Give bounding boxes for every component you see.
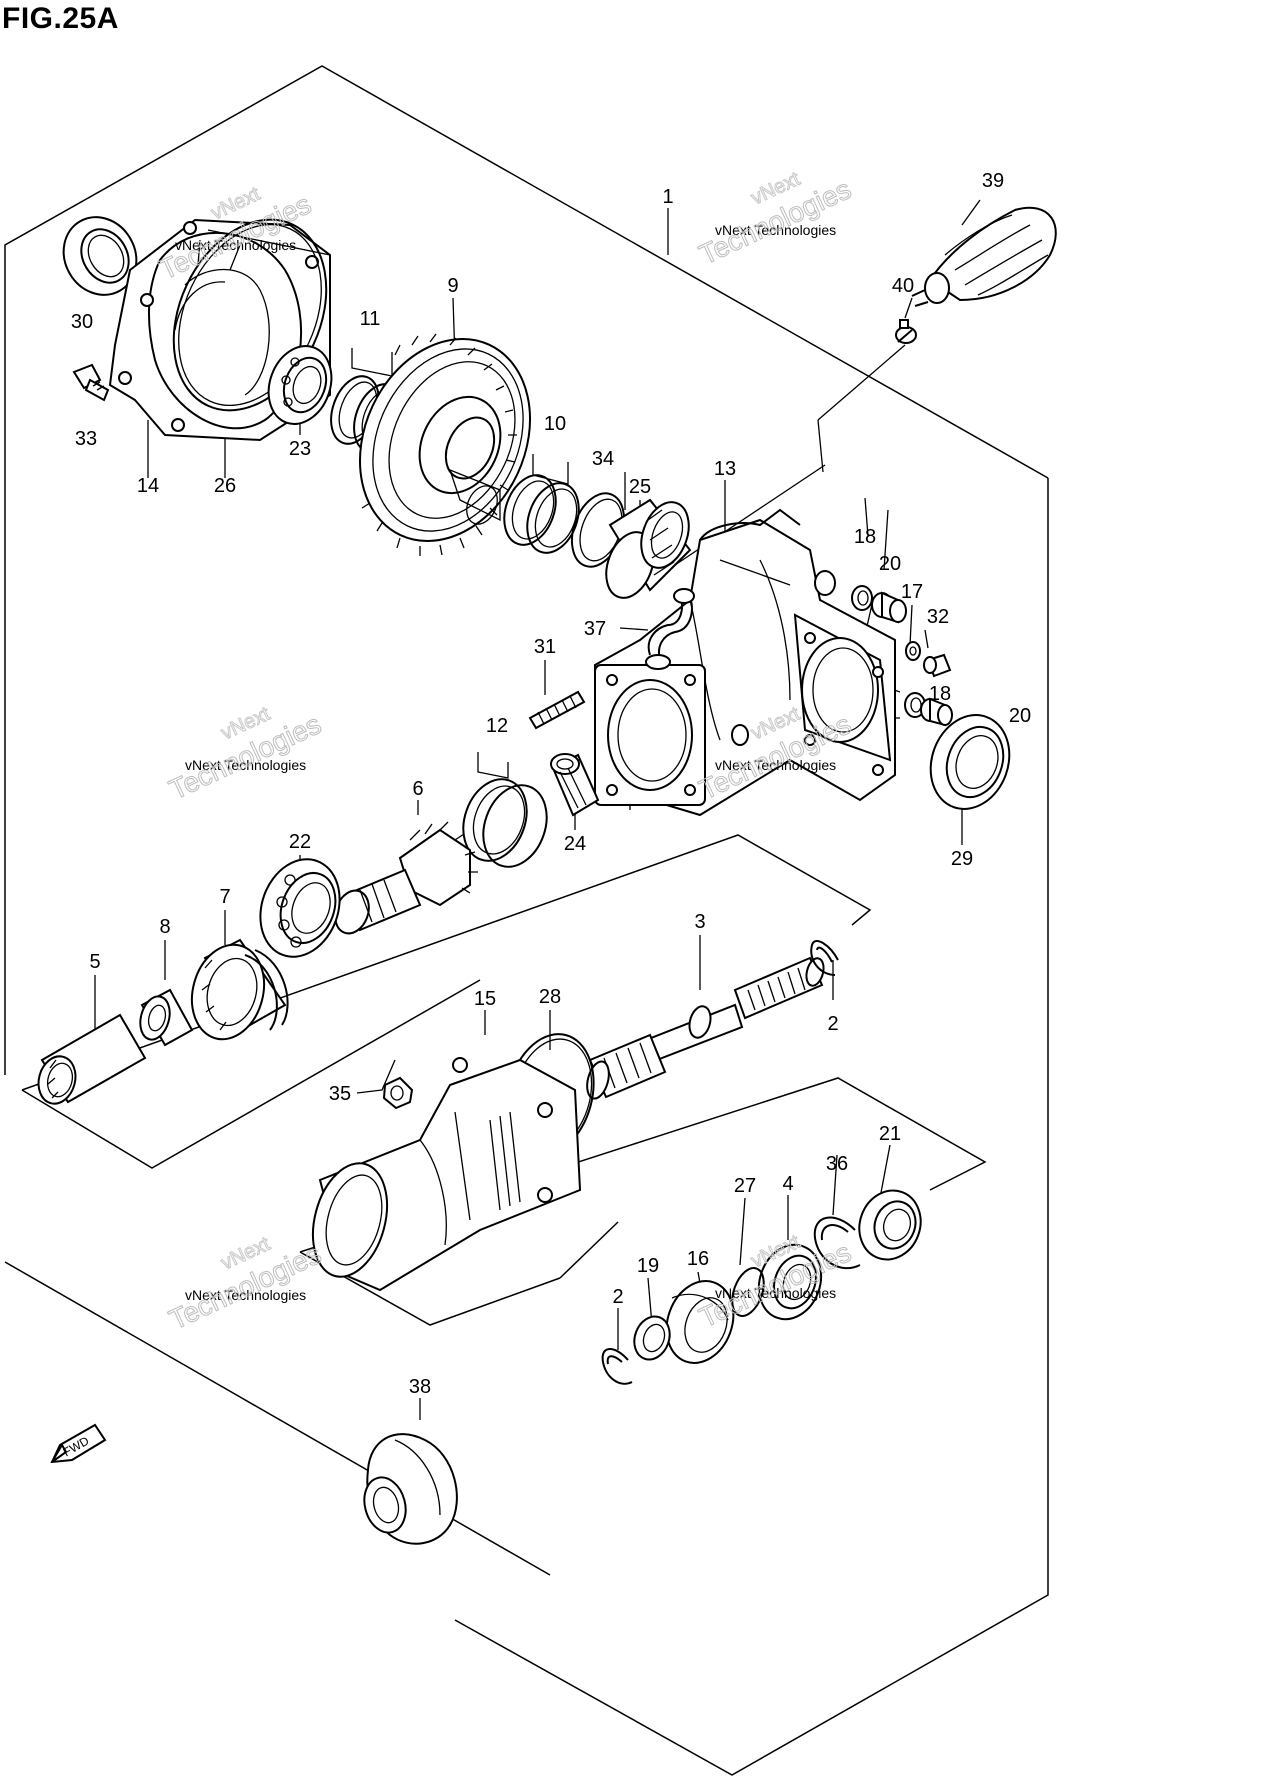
watermark-text: vNext Technologies xyxy=(185,757,306,773)
part-7-roller-bearing xyxy=(190,938,289,1041)
figure-title: FIG.25A xyxy=(2,2,119,35)
watermark-text: vNext Technologies xyxy=(175,237,296,253)
callout-6: 6 xyxy=(412,778,423,800)
callout-24: 24 xyxy=(564,833,586,855)
part-40-clamp xyxy=(895,319,917,344)
callout-19: 19 xyxy=(637,1255,659,1277)
callout-8: 8 xyxy=(159,916,170,938)
watermark-text: vNext Technologies xyxy=(715,757,836,773)
part-21-bearing xyxy=(858,1189,922,1261)
part-8-collar xyxy=(139,988,194,1047)
callout-26: 26 xyxy=(214,475,236,497)
part-18-gasket-lower xyxy=(904,692,926,718)
callout-38: 38 xyxy=(409,1376,431,1398)
part-19-washer xyxy=(633,1315,671,1361)
callout-4: 4 xyxy=(782,1173,793,1195)
part-9-ring-gear xyxy=(358,333,532,556)
part-6-bevel-pinion xyxy=(334,821,478,935)
part-10-shims xyxy=(503,474,580,554)
part-16-coupling xyxy=(665,1280,735,1364)
part-37-breather-hose xyxy=(645,588,695,670)
callout-7: 7 xyxy=(219,886,230,908)
callout-39: 39 xyxy=(982,170,1004,192)
part-20-plug-lower xyxy=(920,697,953,727)
callout-34: 34 xyxy=(592,448,614,470)
callout-2: 2 xyxy=(827,1013,838,1035)
part-20-plug-upper xyxy=(871,591,907,624)
callout-18: 18 xyxy=(929,683,951,705)
leader-lines xyxy=(94,199,981,1420)
callout-3: 3 xyxy=(694,911,705,933)
callout-labels: 1 2 2 3 4 5 6 7 8 9 10 11 12 13 14 15 16… xyxy=(71,170,1031,1398)
callout-23: 23 xyxy=(289,438,311,460)
part-24-bushing xyxy=(550,753,600,817)
watermark-text: vNext Technologies xyxy=(185,1287,306,1303)
part-17-washer xyxy=(905,641,921,661)
callout-18: 18 xyxy=(854,526,876,548)
part-31-stud xyxy=(528,690,586,730)
callout-33: 33 xyxy=(75,428,97,450)
part-22-bearing xyxy=(259,858,341,958)
callout-40: 40 xyxy=(892,275,914,297)
part-29-oil-seal xyxy=(929,714,1011,810)
upper-sub-frame xyxy=(21,834,872,1169)
callout-1: 1 xyxy=(662,186,673,208)
watermark-bottom-left: vNext vNext Technologies Technologies xyxy=(164,1232,326,1336)
callout-28: 28 xyxy=(539,986,561,1008)
callout-35: 35 xyxy=(329,1083,351,1105)
part-33-bolt xyxy=(72,363,110,402)
part-12-shim xyxy=(462,778,548,868)
callout-14: 14 xyxy=(137,475,159,497)
callout-15: 15 xyxy=(474,988,496,1010)
part-38-boot xyxy=(363,1433,458,1545)
part-32-bolt xyxy=(923,653,952,678)
callout-13: 13 xyxy=(714,458,736,480)
callout-32: 32 xyxy=(927,606,949,628)
part-35-nut xyxy=(382,1076,414,1110)
callout-2: 2 xyxy=(612,1286,623,1308)
part-5-sleeve xyxy=(37,1013,147,1105)
callout-22: 22 xyxy=(289,831,311,853)
callout-36: 36 xyxy=(826,1153,848,1175)
part-4-oil-seal xyxy=(757,1243,823,1321)
callout-30: 30 xyxy=(71,311,93,333)
callout-5: 5 xyxy=(89,951,100,973)
callout-11: 11 xyxy=(360,308,381,330)
callout-29: 29 xyxy=(951,848,973,870)
callout-31: 31 xyxy=(534,636,556,658)
part-2-circlip-upper xyxy=(810,940,839,976)
assembly-frame xyxy=(4,65,1049,1776)
callout-12: 12 xyxy=(486,715,508,737)
callout-20: 20 xyxy=(879,553,901,575)
part-36-circlip xyxy=(813,1216,861,1270)
part-26-o-ring xyxy=(172,218,328,412)
part-27-o-ring xyxy=(731,1267,765,1317)
part-25-roller-bearing xyxy=(605,498,692,599)
fwd-arrow-icon: FWD xyxy=(50,1423,107,1464)
callout-27: 27 xyxy=(734,1175,756,1197)
callout-25: 25 xyxy=(629,476,651,498)
part-13-gear-case xyxy=(594,508,896,817)
watermark-text: vNext Technologies xyxy=(715,222,836,238)
part-39-boot xyxy=(911,206,1057,307)
part-15-final-drive-housing xyxy=(312,1057,582,1292)
part-30-oil-seal xyxy=(62,216,138,296)
watermark-text: vNext Technologies xyxy=(715,1285,836,1301)
callout-16: 16 xyxy=(687,1248,709,1270)
part-3-propeller-shaft xyxy=(586,956,825,1100)
part-2-circlip-lower xyxy=(601,1348,633,1385)
callout-9: 9 xyxy=(447,275,458,297)
part-18-gasket-upper xyxy=(851,585,873,611)
callout-21: 21 xyxy=(879,1123,901,1145)
callout-17: 17 xyxy=(901,581,923,603)
callout-20: 20 xyxy=(1009,705,1031,727)
watermark-top-right: vNext vNext Technologies Technologies xyxy=(694,167,856,271)
watermark-middle-left: vNext vNext Technologies Technologies xyxy=(164,702,326,806)
callout-37: 37 xyxy=(584,618,606,640)
watermark-bottom-right: vNext vNext Technologies Technologies xyxy=(694,1230,856,1334)
callout-10: 10 xyxy=(544,413,566,435)
part-23-bearing xyxy=(267,345,333,425)
